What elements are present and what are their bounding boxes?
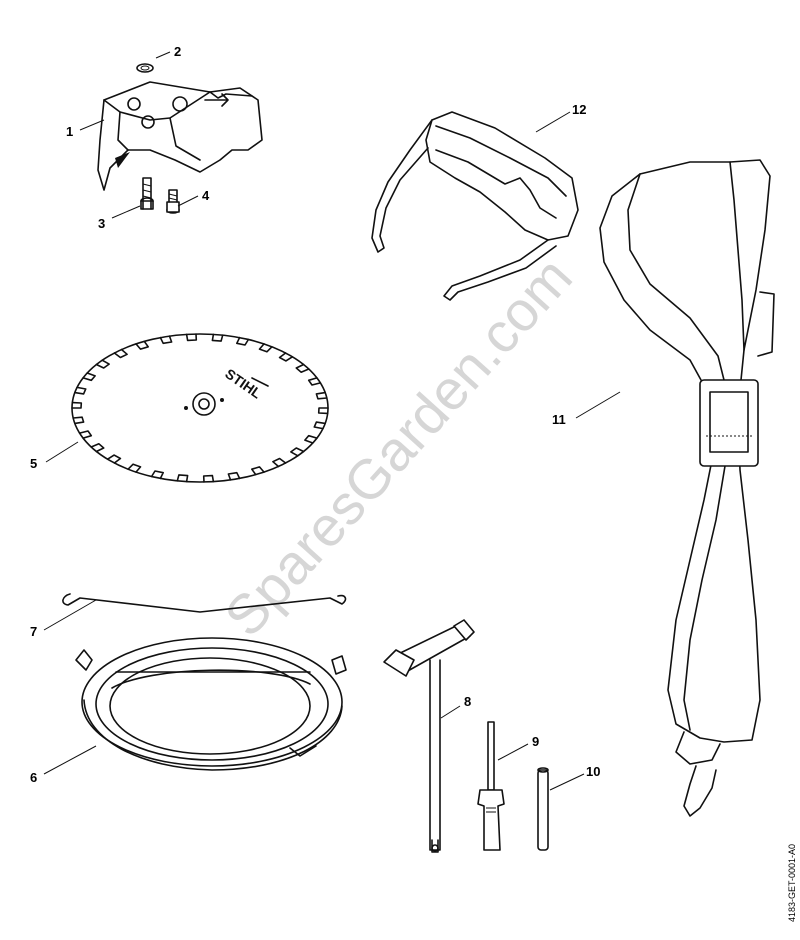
callout-3: 3	[98, 216, 105, 231]
part-1-deflector-guard	[97, 81, 263, 191]
callout-1: 1	[66, 124, 73, 139]
callout-12: 12	[572, 102, 586, 117]
callout-9: 9	[532, 734, 539, 749]
part-9-screwdriver	[477, 721, 505, 851]
callout-7: 7	[30, 624, 37, 639]
part-8-combination-wrench	[383, 619, 475, 853]
part-4-screw	[166, 189, 180, 214]
part-11-harness-strap	[599, 159, 775, 817]
part-6-transport-guard	[75, 637, 347, 771]
callout-5: 5	[30, 456, 37, 471]
document-id: 4183-GET-0001-A0	[787, 844, 797, 922]
leader-lines	[43, 51, 621, 791]
part-3-screw	[140, 177, 154, 210]
part-5-saw-blade: STIHL	[71, 333, 329, 483]
callout-11: 11	[552, 412, 566, 427]
callout-10: 10	[586, 764, 600, 779]
part-2-o-ring	[136, 63, 154, 73]
part-12-safety-glasses	[371, 111, 579, 301]
callout-4: 4	[202, 188, 210, 203]
callout-8: 8	[464, 694, 471, 709]
callout-2: 2	[174, 44, 181, 59]
part-7-wire-clip	[62, 593, 347, 613]
callout-6: 6	[30, 770, 37, 785]
part-10-pin	[537, 767, 549, 851]
